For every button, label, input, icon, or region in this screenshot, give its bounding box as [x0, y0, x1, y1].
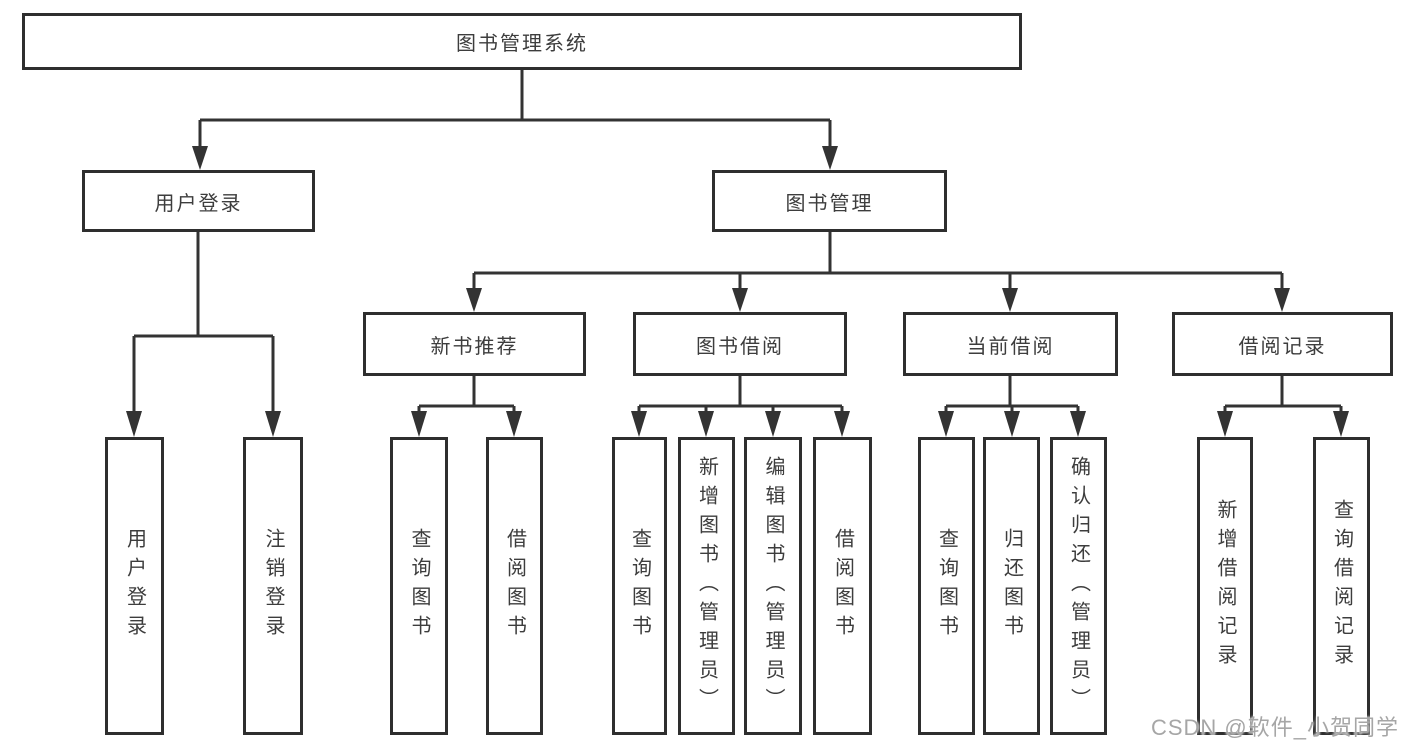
node-label: 编辑图书（管理员）: [762, 455, 784, 717]
node-label: 用户登录: [154, 192, 243, 215]
leaf-query-borrow-record: 查询借阅记录: [1313, 437, 1370, 735]
leaf-confirm-return-admin: 确认归还（管理员）: [1050, 437, 1107, 735]
leaf-borrow-books-recommend: 借阅图书: [486, 437, 543, 735]
node-label: 借阅图书: [831, 528, 854, 644]
leaf-user-login: 用户登录: [105, 437, 164, 735]
node-label: 查询借阅记录: [1330, 499, 1353, 673]
node-label: 用户登录: [123, 528, 146, 644]
leaf-query-books-borrow: 查询图书: [612, 437, 667, 735]
node-label: 借阅图书: [503, 528, 526, 644]
node-new-book-recommend: 新书推荐: [363, 312, 586, 376]
node-label: 归还图书: [1000, 528, 1023, 644]
leaf-query-books-recommend: 查询图书: [390, 437, 448, 735]
leaf-logout: 注销登录: [243, 437, 303, 735]
node-borrow-records: 借阅记录: [1172, 312, 1393, 376]
node-label: 注销登录: [262, 528, 284, 644]
node-label: 图书借阅: [696, 335, 784, 358]
node-current-borrow: 当前借阅: [903, 312, 1118, 376]
node-label: 查询图书: [408, 528, 430, 644]
node-book-management: 图书管理: [712, 170, 947, 232]
leaf-borrow-books: 借阅图书: [813, 437, 872, 735]
node-label: 新书推荐: [430, 335, 519, 358]
node-label: 新增借阅记录: [1214, 499, 1236, 673]
node-label: 当前借阅: [966, 335, 1055, 358]
leaf-return-books: 归还图书: [983, 437, 1040, 735]
node-label: 图书管理: [785, 192, 874, 215]
node-label: 查询图书: [935, 528, 958, 644]
watermark: CSDN @软件_小贺同学: [1150, 715, 1399, 740]
node-user-login: 用户登录: [82, 170, 315, 232]
node-label: 借阅记录: [1238, 335, 1327, 358]
node-label: 查询图书: [628, 528, 651, 644]
node-label: 确认归还（管理员）: [1067, 455, 1090, 717]
leaf-query-books-current: 查询图书: [918, 437, 975, 735]
node-book-borrow: 图书借阅: [633, 312, 847, 376]
leaf-add-books-admin: 新增图书（管理员）: [678, 437, 735, 735]
node-library-management-system: 图书管理系统: [22, 13, 1022, 70]
leaf-add-borrow-record: 新增借阅记录: [1197, 437, 1253, 735]
leaf-edit-books-admin: 编辑图书（管理员）: [744, 437, 802, 735]
node-label: 图书管理系统: [456, 33, 588, 55]
node-label: 新增图书（管理员）: [695, 455, 718, 717]
